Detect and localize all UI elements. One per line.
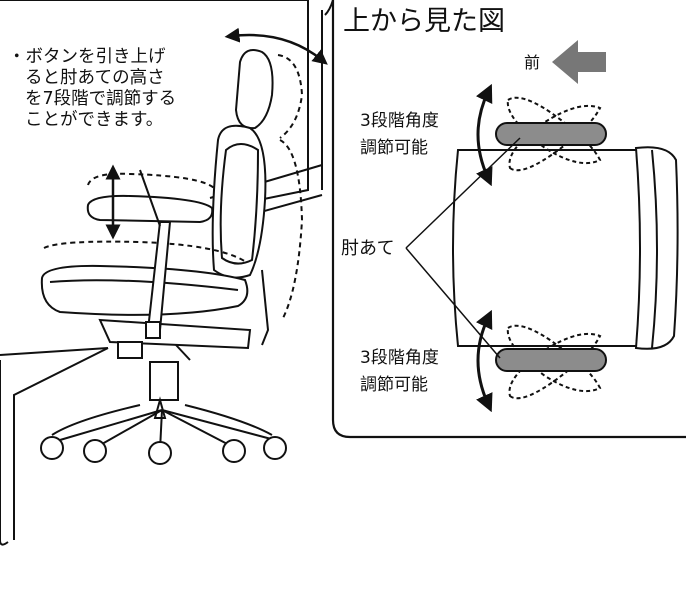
bullet-mark: ・ (8, 47, 26, 67)
angle-top-line-2: 調節可能 (360, 138, 428, 158)
angle-top-line-1: 3段階角度 (360, 111, 439, 131)
top-view-panel (331, 0, 686, 439)
armrest-label: 肘あて (341, 238, 395, 259)
top-view-title: 上から見た図 (343, 6, 505, 37)
arrow-left-icon (552, 40, 606, 84)
angle-bottom-line-2: 調節可能 (360, 375, 428, 395)
chair-top-view (405, 83, 679, 413)
angle-adjust-bottom: 3段階角度 調節可能 (360, 345, 439, 399)
angle-bottom-line-1: 3段階角度 (360, 348, 439, 368)
armrest-top (495, 122, 607, 146)
chair-side-view (40, 27, 328, 465)
note-line-4: ことができます。 (25, 110, 164, 130)
armrest-bottom (495, 348, 607, 372)
note-line-2: ると肘あての高さ (25, 68, 165, 88)
armrest-height-note: ・ボタンを引き上げ ると肘あての高さ を7段階で調節する ことができます。 (8, 47, 176, 131)
front-label: 前 (524, 53, 541, 72)
note-line-1: ボタンを引き上げ (25, 47, 166, 67)
angle-adjust-top: 3段階角度 調節可能 (360, 108, 439, 162)
note-line-3: を7段階で調節する (25, 89, 177, 109)
